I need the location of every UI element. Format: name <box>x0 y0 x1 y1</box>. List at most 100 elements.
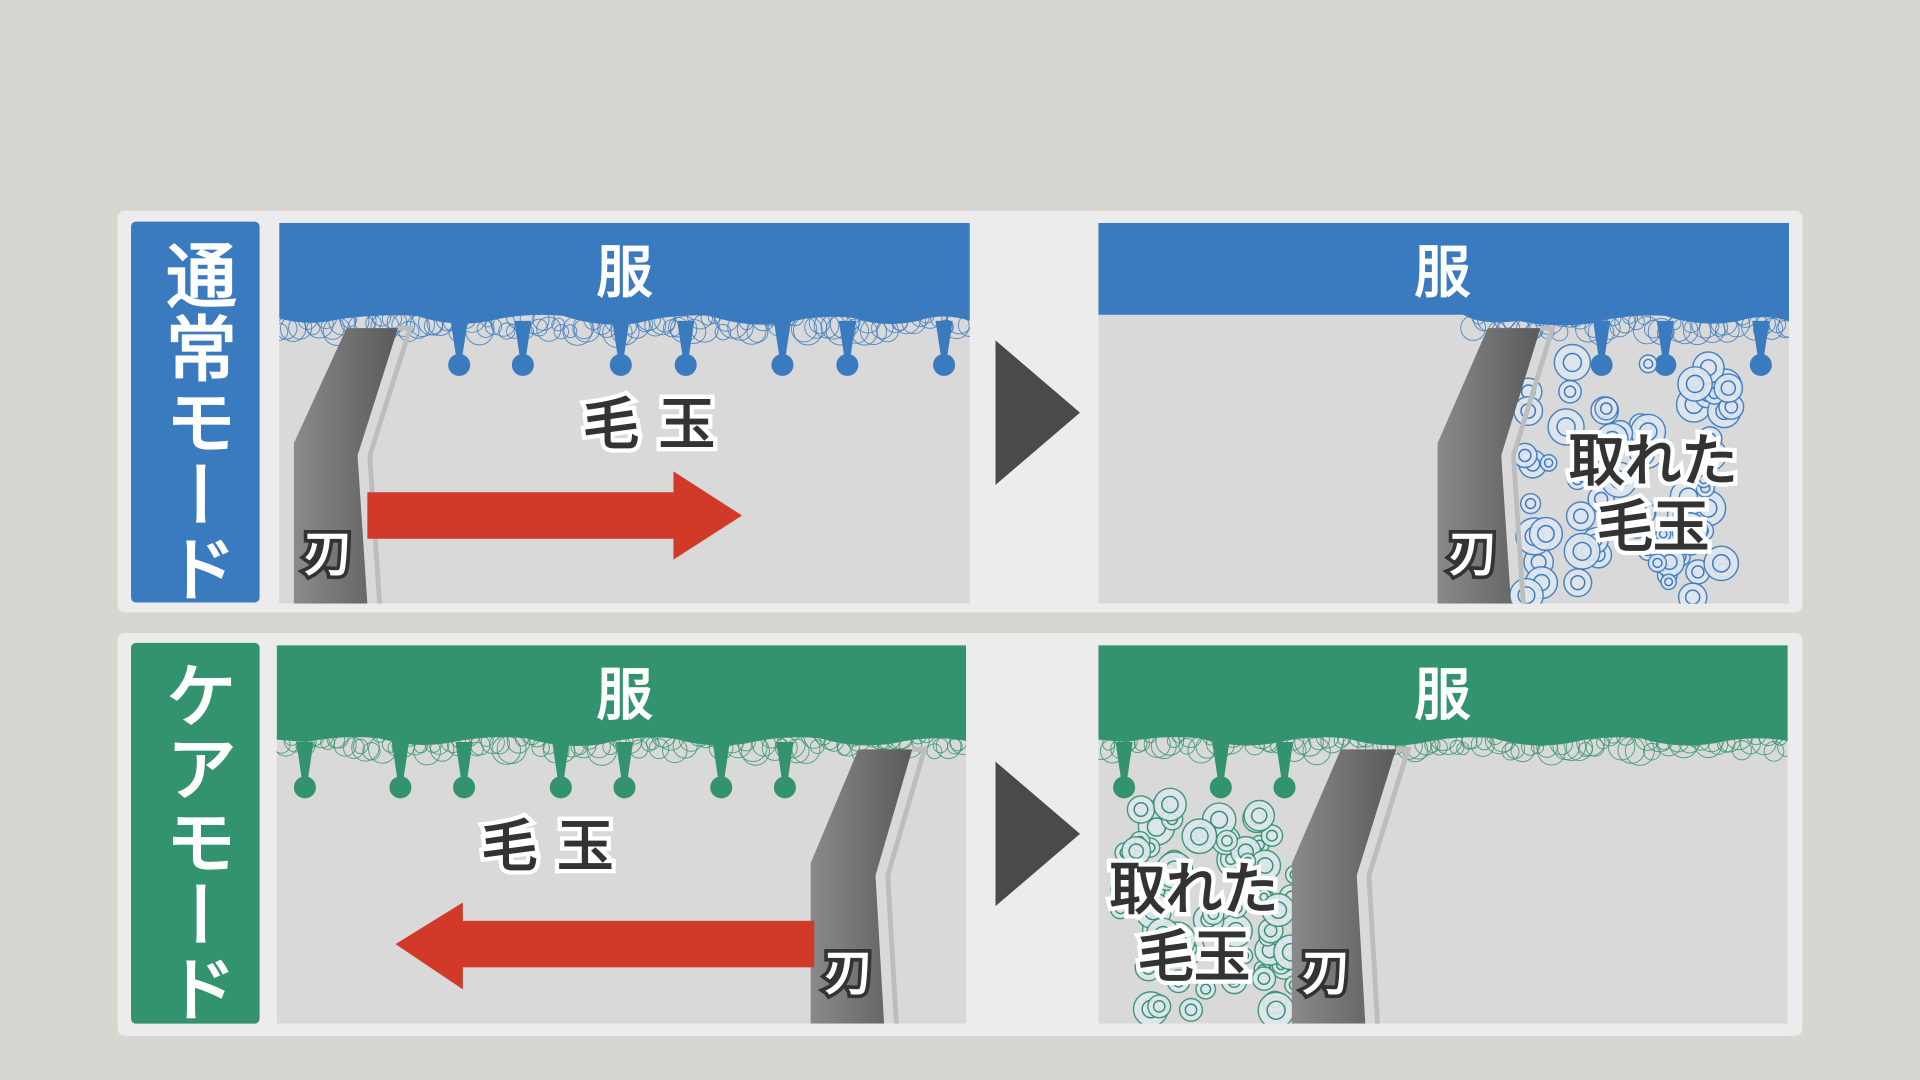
removed-pill <box>1147 994 1172 1019</box>
removed-pill <box>1260 824 1284 847</box>
removed-pill-core <box>1638 449 1650 461</box>
cloth-label: 服 <box>1414 240 1471 305</box>
removed-pill <box>1166 969 1191 994</box>
cloth-label: 服 <box>596 240 653 305</box>
after-scene: 取れた 毛玉 刃 服 <box>1098 645 1788 1024</box>
pill-ball <box>771 353 794 376</box>
mode-label-box <box>131 642 260 1024</box>
removed-pill-core <box>1227 921 1245 940</box>
removed-pill-core <box>1556 417 1576 437</box>
removed-pill-core <box>1599 402 1613 415</box>
removed-pill-core <box>1517 586 1536 604</box>
pills <box>293 742 796 799</box>
cloth-label: 服 <box>1414 663 1471 728</box>
fuzz-fiber <box>498 322 516 340</box>
removed-pill <box>1595 422 1629 456</box>
removed-pill <box>1519 492 1542 515</box>
pill-ball <box>549 776 572 799</box>
removed-pill <box>1600 461 1638 498</box>
removed-pill <box>1178 997 1204 1022</box>
before-scene: 毛 玉 刃 服 <box>276 645 967 1024</box>
pill-stalk <box>455 742 473 788</box>
pills <box>1113 742 1296 799</box>
removed-pill-core <box>1593 491 1609 507</box>
fuzz-fiber <box>343 737 365 759</box>
removed-pill <box>1655 526 1672 543</box>
pill-ball <box>609 353 632 376</box>
pill-stalk <box>296 742 314 788</box>
removed-pill-core <box>1711 554 1731 573</box>
pill-stalk <box>552 742 570 788</box>
pill-label: 毛 玉 <box>583 392 715 457</box>
pill-ball <box>1749 353 1772 376</box>
removed-pill <box>1195 978 1217 1000</box>
removed-pill <box>1558 379 1582 404</box>
pill-ball <box>1209 776 1232 799</box>
removed-pill <box>1202 902 1225 926</box>
fuzz-fiber <box>563 324 578 339</box>
removed-pill-core <box>1537 524 1555 543</box>
removed-pill <box>1257 991 1295 1024</box>
removed-pill-core <box>1161 795 1179 814</box>
removed-pill <box>1703 545 1740 582</box>
fuzz-fiber <box>536 316 562 342</box>
pill-stalk <box>773 320 792 365</box>
mode-label-box <box>131 221 260 603</box>
pill-stalk <box>1275 742 1294 788</box>
blade-label: 刃 <box>824 944 873 1001</box>
pill-ball <box>1590 353 1613 376</box>
pill-ball <box>710 776 733 799</box>
fuzz-fiber <box>1501 742 1520 761</box>
removed-pill-core <box>1143 901 1163 921</box>
removed-pill-core <box>1221 834 1233 847</box>
removed-label-line1: 取れた <box>1109 858 1278 923</box>
removed-pill <box>1563 532 1601 570</box>
removed-pill-core <box>1572 541 1592 561</box>
pill-ball <box>674 353 697 376</box>
pill-stalk <box>1593 320 1611 365</box>
pill-ball <box>1113 776 1136 799</box>
removed-pill-core <box>1609 470 1629 490</box>
blade-label: 刃 <box>1302 944 1351 1001</box>
pill-stalk <box>612 320 630 365</box>
removed-pill-core <box>1572 508 1589 525</box>
removed-pill <box>1553 343 1592 382</box>
removed-pill-core <box>1225 966 1239 980</box>
pill-ball <box>511 353 534 376</box>
cloth <box>1098 645 1788 746</box>
pill-stalk <box>776 742 794 788</box>
removed-pill <box>1239 852 1257 870</box>
care-mode-panel: ケアモード 毛 玉 刃 服 <box>117 633 1803 1036</box>
cloth <box>276 645 967 746</box>
removed-pill <box>1126 795 1156 824</box>
removed-pill-core <box>1562 352 1583 373</box>
arrow-left <box>395 902 815 990</box>
removed-pill-core <box>1691 565 1705 579</box>
removed-pill <box>1678 530 1704 556</box>
pill-ball <box>836 353 859 376</box>
fuzz-fiber <box>362 742 381 761</box>
removed-pills-cluster <box>1509 343 1745 604</box>
removed-pill-core <box>1269 901 1288 919</box>
fuzz-fiber <box>714 323 732 341</box>
removed-pill <box>1634 444 1655 466</box>
removed-pill-core <box>1148 955 1159 966</box>
removed-pill-core <box>1643 358 1654 370</box>
removed-pill <box>1547 408 1585 446</box>
removed-pill-core <box>1658 529 1668 539</box>
removed-pill <box>1226 897 1248 919</box>
removed-pill <box>1694 470 1713 489</box>
removed-pill <box>1638 354 1658 374</box>
blade <box>1437 325 1556 604</box>
cloth-label: 服 <box>596 663 653 728</box>
blade-label: 刃 <box>1449 526 1498 583</box>
pill-stalk <box>450 320 468 365</box>
pill-ball <box>1273 776 1296 799</box>
removed-pill <box>1677 366 1713 402</box>
removed-pill <box>1235 947 1254 965</box>
pill-ball <box>773 776 796 799</box>
removed-pill-core <box>1257 972 1271 986</box>
removed-pill <box>1219 960 1244 985</box>
cloth <box>1098 222 1789 326</box>
removed-pill-core <box>1590 452 1602 464</box>
